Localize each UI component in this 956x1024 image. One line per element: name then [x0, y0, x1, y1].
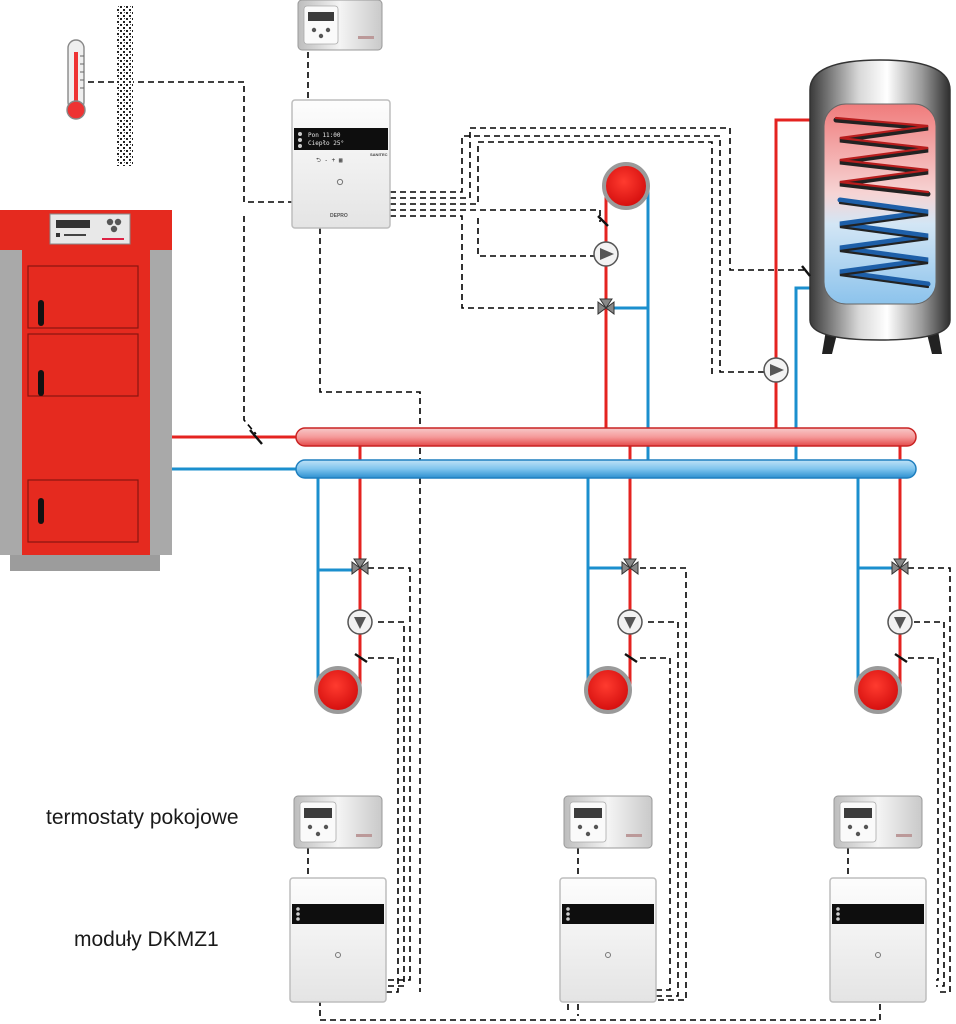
- controller-brand: DEPRO: [330, 213, 348, 219]
- temp-sensors: [249, 215, 908, 663]
- pipes: [172, 118, 902, 686]
- pump-2: [617, 609, 643, 635]
- radiator-1: [314, 666, 362, 714]
- return-header: [295, 459, 917, 479]
- radiator-2: [584, 666, 632, 714]
- pump-3: [887, 609, 913, 635]
- pump-1: [347, 609, 373, 635]
- room-thermostats-label: termostaty pokojowe: [46, 806, 239, 829]
- thermostat-1: [293, 795, 383, 849]
- signal-lines: [88, 52, 951, 1021]
- wall: [117, 6, 133, 166]
- radiator-3: [854, 666, 902, 714]
- modules-label: moduły DKMZ1: [74, 928, 219, 951]
- supply-header: [295, 427, 917, 447]
- mixing-valve-1: [351, 558, 369, 575]
- dkmz1-module-1: [289, 877, 387, 1003]
- hot-water-tank: [809, 59, 951, 354]
- controller-lcd-line2: Ciepło 25°: [308, 140, 344, 147]
- pump-tank: [763, 357, 789, 383]
- dkmz1-module-3: [829, 877, 927, 1003]
- mixing-valve-top: [597, 298, 615, 315]
- thermostat-2: [563, 795, 653, 849]
- radiator-top: [602, 162, 650, 210]
- main-controller: Pon 11:00 Ciepło 25° SANITEC ⮌ - + ▦ DEP…: [291, 99, 391, 229]
- controller-model: SANITEC: [370, 152, 388, 157]
- pump-top: [593, 241, 619, 267]
- controller-lcd-line1: Pon 11:00: [308, 132, 341, 139]
- dkmz1-module-2: [559, 877, 657, 1003]
- thermostat-3: [833, 795, 923, 849]
- controller-menu: ⮌ - + ▦: [316, 157, 343, 164]
- thermometer-icon: [66, 39, 86, 120]
- thermostat-top: [297, 0, 383, 51]
- mixing-valve-2: [621, 558, 639, 575]
- mixing-valve-3: [891, 558, 909, 575]
- boiler: [0, 210, 172, 571]
